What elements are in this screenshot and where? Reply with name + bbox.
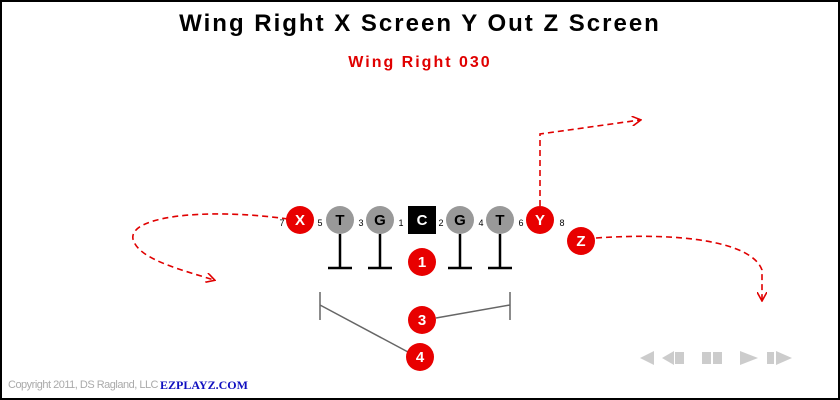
player-y-label: Y	[535, 212, 545, 229]
step-back-icon[interactable]	[662, 351, 684, 365]
gap-number: 8	[559, 218, 564, 228]
gap-number: 1	[398, 218, 403, 228]
gap-number: 2	[438, 218, 443, 228]
gap-numbers: 7 5 3 1 2 4 6 8	[279, 218, 564, 228]
play-icon[interactable]	[740, 351, 758, 365]
player-label: T	[335, 212, 344, 229]
x-route	[132, 213, 289, 280]
back-label: 1	[418, 254, 426, 271]
player-label: T	[495, 212, 504, 229]
gap-number: 7	[279, 218, 284, 228]
player-z-label: Z	[576, 233, 585, 250]
gap-number: 4	[478, 218, 483, 228]
rewind-icon[interactable]	[640, 351, 654, 365]
formation-subtitle: Wing Right 030	[348, 54, 492, 71]
player-x-label: X	[295, 212, 305, 229]
player-label: C	[417, 212, 428, 229]
player-right-tackle	[486, 206, 514, 234]
z-route	[595, 235, 762, 300]
player-label: G	[374, 212, 386, 229]
step-forward-icon[interactable]	[767, 351, 792, 365]
player-left-guard	[366, 206, 394, 234]
back-assignment-lines	[319, 292, 511, 353]
play-title: Wing Right X Screen Y Out Z Screen	[179, 10, 661, 37]
pause-icon[interactable]	[702, 352, 722, 364]
gap-number: 3	[358, 218, 363, 228]
player-label: G	[454, 212, 466, 229]
player-center	[408, 206, 436, 234]
back-4	[406, 343, 434, 371]
block-marks	[328, 234, 512, 270]
player-left-tackle	[326, 206, 354, 234]
copyright: Copyright 2011, DS Ragland, LLC	[8, 379, 159, 391]
player-y	[526, 206, 554, 234]
player-right-guard	[446, 206, 474, 234]
back-3	[408, 306, 436, 334]
brand-link[interactable]: EZPLAYZ.COM	[160, 378, 248, 392]
back-label: 4	[416, 349, 425, 366]
back-1	[408, 248, 436, 276]
y-route	[539, 120, 640, 206]
player-z	[567, 227, 595, 255]
player-x	[286, 206, 314, 234]
back-label: 3	[418, 312, 426, 329]
gap-number: 5	[317, 218, 322, 228]
gap-number: 6	[518, 218, 523, 228]
